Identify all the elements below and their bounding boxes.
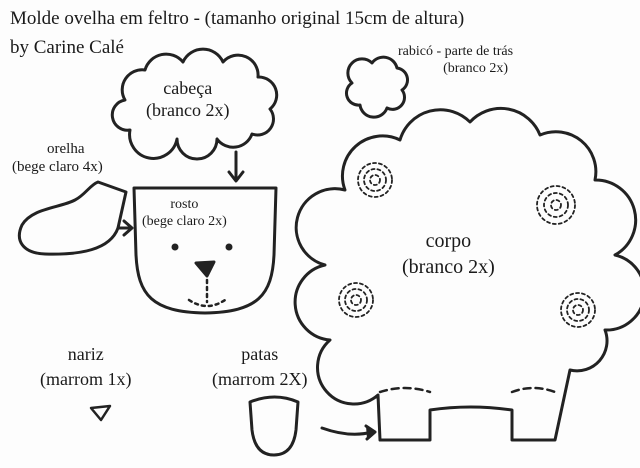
- paws-name: patas: [241, 344, 279, 364]
- paws-label: patas (marrom 2X): [212, 342, 307, 392]
- body-name: corpo: [425, 230, 472, 252]
- face-detail: (bege claro 2x): [142, 213, 227, 229]
- tail-label: rabicó - parte de trás (branco 2x): [398, 44, 513, 78]
- head-label: cabeça (branco 2x): [146, 78, 229, 121]
- ear-name: orelha: [47, 141, 85, 157]
- wool-spiral: [560, 292, 596, 328]
- arrow-ear-to-face-icon: [116, 219, 134, 237]
- head-name: cabeça: [163, 78, 213, 98]
- ear-label: orelha (bege claro 4x): [12, 140, 103, 176]
- head-piece-outline: [110, 47, 279, 161]
- ear-piece-outline: [17, 180, 128, 256]
- head-detail: (branco 2x): [146, 99, 230, 120]
- face-nose: [194, 260, 216, 278]
- body-piece-outline: [293, 106, 640, 442]
- arrow-paw-to-body-icon: [320, 424, 377, 441]
- leg-seam-lines: [378, 386, 557, 394]
- arrow-head-to-face-icon: [227, 150, 245, 183]
- nose-label: nariz (marrom 1x): [40, 342, 131, 392]
- paw-piece-outline: [248, 395, 300, 457]
- nose-piece-outline: [89, 404, 112, 422]
- face-piece-outline: [132, 186, 278, 315]
- tail-detail: (branco 2x): [443, 60, 508, 76]
- tail-name: rabicó - parte de trás: [398, 44, 514, 59]
- eye-right: [225, 243, 233, 251]
- body-detail: (branco 2x): [402, 256, 495, 278]
- ear-detail: (bege claro 4x): [12, 159, 103, 175]
- nose-name: nariz: [67, 344, 104, 364]
- eye-left: [171, 243, 179, 251]
- wool-spirals: [338, 162, 596, 328]
- paws-detail: (marrom 2X): [212, 369, 308, 390]
- body-label: corpo (branco 2x): [402, 228, 495, 280]
- tail-piece-outline: [345, 55, 409, 119]
- face-name: rosto: [170, 197, 199, 212]
- nose-detail: (marrom 1x): [40, 369, 132, 390]
- wool-spiral: [536, 185, 576, 225]
- face-label: rosto (bege claro 2x): [142, 197, 227, 231]
- mouth-stitch: [187, 278, 227, 308]
- wool-spiral: [357, 162, 393, 198]
- page-title: Molde ovelha em feltro - (tamanho origin…: [10, 8, 465, 29]
- wool-spiral: [338, 282, 374, 318]
- author-credit: by Carine Calé: [10, 37, 124, 58]
